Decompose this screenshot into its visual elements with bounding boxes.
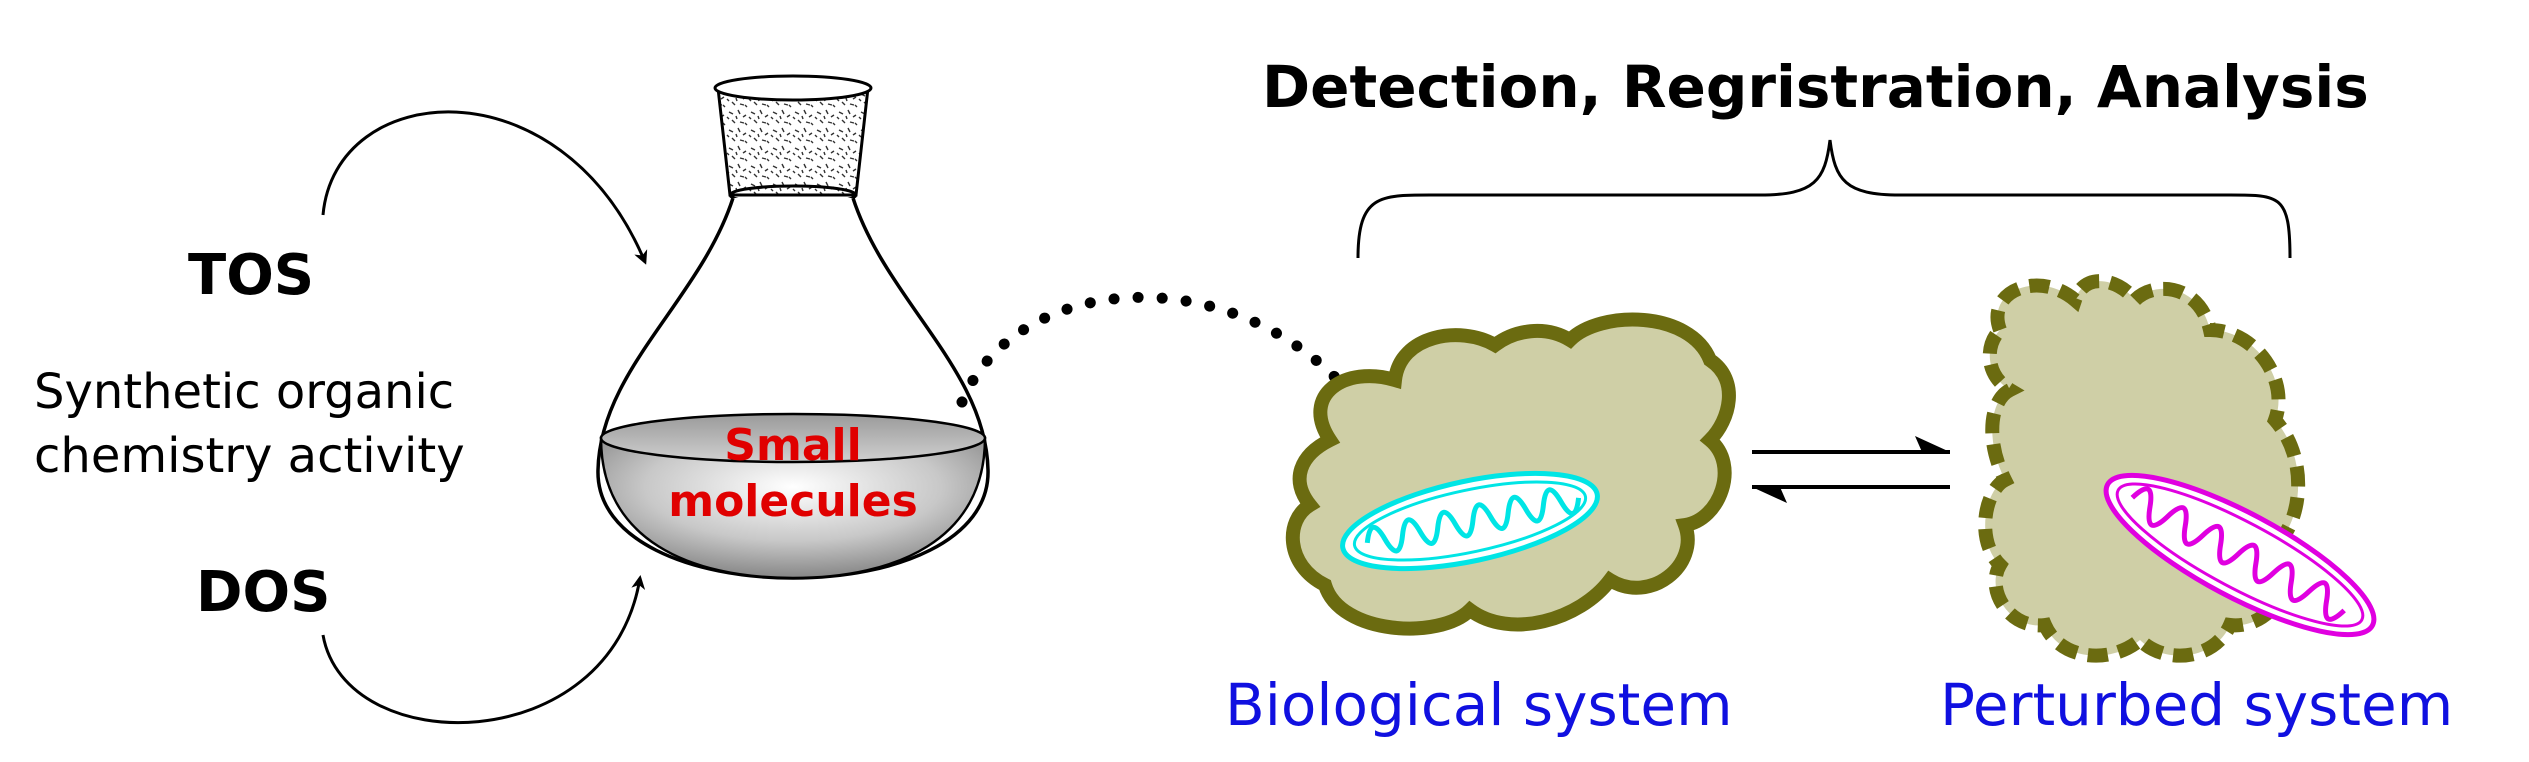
dos-label: DOS bbox=[196, 560, 331, 625]
flask-icon bbox=[596, 74, 990, 580]
dos-arrow bbox=[321, 575, 646, 725]
perturbed-cell bbox=[1978, 274, 2377, 663]
perturbed-system-label: Perturbed system bbox=[1940, 671, 2454, 739]
flask-label-line-1: Small bbox=[724, 420, 862, 471]
equilibrium-arrows bbox=[1752, 436, 1950, 503]
brace bbox=[1356, 139, 2292, 259]
flask-label-line-2: molecules bbox=[668, 476, 918, 527]
description-line-1: Synthetic organic bbox=[34, 364, 455, 420]
biological-cell bbox=[1285, 312, 1736, 636]
tos-label: TOS bbox=[188, 243, 315, 308]
biological-system-label: Biological system bbox=[1225, 671, 1733, 739]
diagram-title: Detection, Regristration, Analysis bbox=[1262, 53, 2369, 121]
tos-arrow bbox=[321, 110, 648, 265]
description-line-2: chemistry activity bbox=[34, 428, 465, 484]
